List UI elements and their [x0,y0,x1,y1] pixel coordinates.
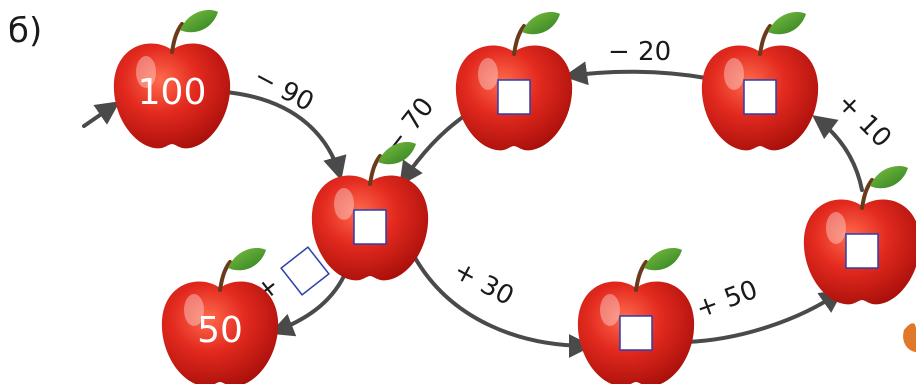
apple-bottom-middle [575,245,697,384]
arrow-top-right-to-top-middle [563,61,708,86]
part-label: б) [8,11,42,51]
arrow-center-to-result [269,274,346,337]
apple-bottom-middle-answer-box[interactable] [619,315,653,351]
apple-top-middle [453,9,575,153]
op-top-right-to-top-middle: − 20 [608,37,671,67]
apple-result: 50 [159,245,281,384]
arrows [82,61,864,358]
arrow-center-to-bottom-middle [412,254,593,358]
entry-arrow [82,101,120,128]
apple-top-right [699,9,821,153]
arrow-start-to-center [224,90,347,181]
apple-top-middle-answer-box[interactable] [497,79,531,115]
arrow-right-to-top-right [812,115,864,192]
op-center-to-bottom-middle: + 30 [449,256,519,312]
operation-answer-box[interactable] [280,246,330,296]
apple-right [801,163,916,307]
apple-start: 100 [111,7,233,151]
apple-center-answer-box[interactable] [353,209,387,245]
apple-top-right-answer-box[interactable] [743,79,777,115]
apple-start-value: 100 [138,72,207,113]
apple-center [309,139,431,283]
decorative-leaf-icon [903,323,916,352]
arrow-top-middle-to-center [399,110,472,186]
op-bottom-middle-to-right: + 50 [692,275,762,325]
arrow-bottom-middle-to-right [684,289,844,344]
apple-right-answer-box[interactable] [845,233,879,269]
apple-result-value: 50 [197,310,243,351]
